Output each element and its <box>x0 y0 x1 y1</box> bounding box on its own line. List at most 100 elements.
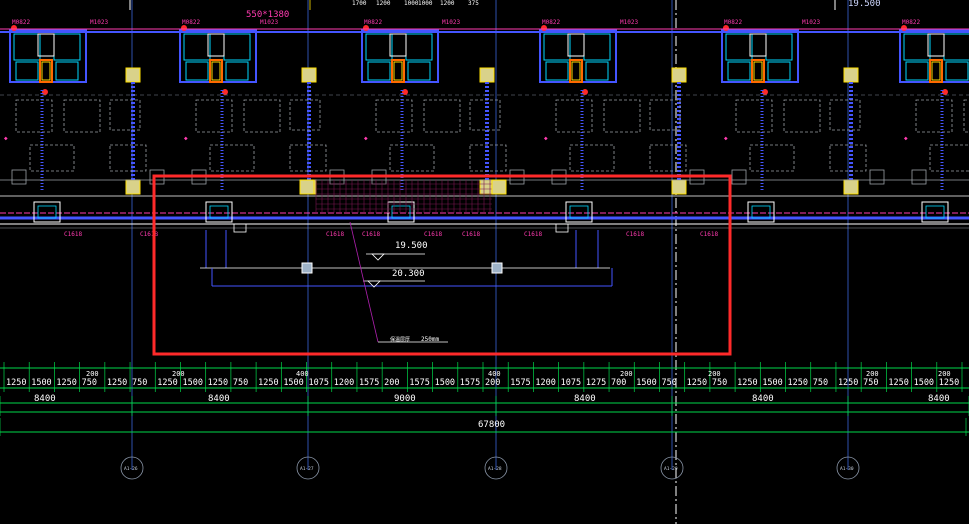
fixture-outline <box>727 61 751 81</box>
fixture-outline <box>55 61 79 81</box>
fixture-outline <box>367 61 391 81</box>
furniture-outline <box>915 99 953 133</box>
dimension-label: 1200 <box>535 378 555 388</box>
fixture-outline <box>543 33 571 61</box>
furniture-outline <box>209 144 255 172</box>
shaft-outline <box>749 33 767 57</box>
duct-inner <box>393 61 403 81</box>
dimension-label: 1250 <box>56 378 76 388</box>
dimension-label: 8400 <box>928 394 950 404</box>
axis-bubble-label: A1-29 <box>664 466 678 472</box>
furniture-outline <box>735 99 773 133</box>
furniture-outline <box>731 169 747 185</box>
dimension-label: 1575 <box>359 378 379 388</box>
door-tag-label: M1023 <box>802 19 820 26</box>
top-dimension-label: 1200 <box>440 0 455 7</box>
marker-dot <box>181 25 187 31</box>
dimension-label: 1200 <box>334 378 354 388</box>
dimension-label: 750 <box>813 378 828 388</box>
elevation-upper-label: 19.500 <box>395 241 428 251</box>
dimension-label: 1575 <box>409 378 429 388</box>
dimension-label: 1250 <box>737 378 757 388</box>
duct-outline <box>39 59 53 83</box>
dimension-label: 700 <box>611 378 626 388</box>
bracket <box>555 223 569 233</box>
dimension-label: 1575 <box>460 378 480 388</box>
window-tag-label: C1618 <box>700 231 718 238</box>
door-tag-label: M0822 <box>724 19 742 26</box>
column <box>479 67 495 83</box>
door-tag-label: M1023 <box>260 19 278 26</box>
dimension-label: 200 <box>384 378 399 388</box>
column-small <box>301 262 313 274</box>
dimension-label: 750 <box>863 378 878 388</box>
duct-outline <box>569 59 583 83</box>
duct-outline <box>391 59 405 83</box>
top-dimension-label: 1200 <box>376 0 391 7</box>
axis-bubble <box>484 456 508 480</box>
furniture-outline <box>569 144 615 172</box>
axis-bubble <box>660 456 684 480</box>
dimension-label: 200 <box>485 378 500 388</box>
door-tag-label: M1023 <box>442 19 460 26</box>
fixture-outline <box>225 61 249 81</box>
dimension-label: 750 <box>661 378 676 388</box>
fixture-outline <box>407 61 431 81</box>
fixture-outline <box>903 33 931 61</box>
dimension-label-small: 200 <box>866 370 879 378</box>
duct-inner <box>753 61 763 81</box>
fixture-outline <box>583 33 611 61</box>
elevation-marker <box>367 280 381 288</box>
leader-line <box>349 221 379 343</box>
shaft-outline <box>207 33 225 57</box>
dimension-label: 1075 <box>561 378 581 388</box>
column <box>843 179 859 195</box>
dimension-label: 8400 <box>752 394 774 404</box>
door-tag-label: M0822 <box>542 19 560 26</box>
dimension-label: 750 <box>132 378 147 388</box>
column <box>125 67 141 83</box>
fixture-outline <box>725 33 753 61</box>
furniture-outline <box>63 99 101 133</box>
furniture-outline <box>469 99 501 131</box>
dimension-label: 1250 <box>6 378 26 388</box>
duct-outline <box>209 59 223 83</box>
marker-dot <box>762 89 768 95</box>
fixture-outline <box>223 33 251 61</box>
fixture-outline <box>185 61 209 81</box>
marker-dot <box>42 89 48 95</box>
marker-dot <box>942 89 948 95</box>
room-tag-icon: ◆ <box>4 135 8 142</box>
elevation-marker <box>371 253 385 261</box>
dimension-label: 1250 <box>888 378 908 388</box>
column <box>301 67 317 83</box>
marker-dot <box>723 25 729 31</box>
furniture-outline <box>603 99 641 133</box>
marker-dot <box>901 25 907 31</box>
ac-unit-inner <box>569 205 589 219</box>
fixture-outline <box>365 33 393 61</box>
dimension-label: 1500 <box>182 378 202 388</box>
top-dimension-label: 375 <box>468 0 479 7</box>
ac-unit <box>205 201 233 223</box>
duct-inner <box>41 61 51 81</box>
ac-unit-inner <box>751 205 771 219</box>
dimension-label: 1275 <box>586 378 606 388</box>
column <box>125 179 141 195</box>
door-tag-label: M0822 <box>12 19 30 26</box>
bracket <box>233 223 247 233</box>
duct-outline <box>929 59 943 83</box>
fixture-outline <box>545 61 569 81</box>
ac-unit <box>33 201 61 223</box>
furniture-outline <box>289 144 327 172</box>
dimension-label-small: 400 <box>296 370 309 378</box>
furniture-outline <box>911 169 927 185</box>
furniture-outline <box>929 144 969 172</box>
furniture-outline <box>243 99 281 133</box>
furniture-outline <box>749 144 795 172</box>
furniture-outline <box>649 144 687 172</box>
ac-unit <box>747 201 775 223</box>
ac-unit-inner <box>391 205 411 219</box>
dimension-label-small: 200 <box>620 370 633 378</box>
marker-dot <box>222 89 228 95</box>
